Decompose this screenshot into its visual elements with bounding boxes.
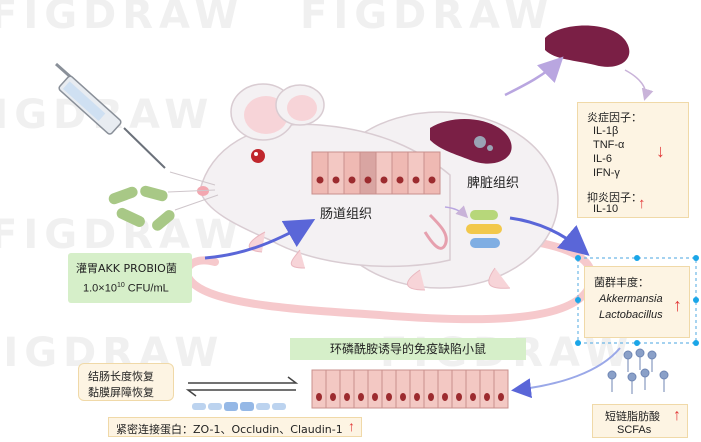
cytokine-box: 炎症因子： IL-1β TNF-α IL-6 IFN-γ ↓ 抑炎因子： IL-… <box>577 102 689 218</box>
down-arrow-icon: ↓ <box>656 141 665 161</box>
cytokine-item: IL-1β <box>593 125 619 137</box>
bacteria-icon <box>108 185 175 231</box>
tight-junction-box: 紧密连接蛋白：ZO-1、Occludin、Claudin-1 ↑ <box>108 417 362 437</box>
species-item: Akkermansia <box>599 293 663 305</box>
gavage-dose: 1.0×1010 CFU/mL <box>83 282 169 295</box>
cytokine-item: TNF-α <box>593 139 625 151</box>
intestinal-epithelium-bottom <box>311 369 509 409</box>
spleen-on-mouse-icon <box>430 118 512 164</box>
up-arrow-icon: ↑ <box>638 195 646 212</box>
flora-title: 菌群丰度： <box>594 276 649 289</box>
mouse-tail <box>183 231 596 324</box>
up-arrow-icon: ↑ <box>673 295 682 315</box>
flora-box: 菌群丰度： Akkermansia Lactobacillus ↑ <box>584 266 690 338</box>
spleen-to-cytokine-arrow <box>624 69 654 101</box>
flora-to-intestine-arrow <box>511 347 621 399</box>
gavage-arrow <box>204 219 316 260</box>
watermark: FIGDRAW <box>0 0 245 38</box>
flora-arrow <box>509 216 590 256</box>
equilibrium-arrows-icon <box>185 376 299 397</box>
watermark: FIGDRAW <box>0 212 245 258</box>
tight-junction-label: 紧密连接蛋白：ZO-1、Occludin、Claudin-1 <box>116 423 343 436</box>
inflammatory-list: IL-1β TNF-α IL-6 IFN-γ <box>593 124 624 180</box>
up-arrow-icon: ↑ <box>348 418 355 434</box>
spleen-icon <box>545 25 630 67</box>
scfa-label: 短链脂肪酸 <box>605 410 660 423</box>
cytokine-item: IL-10 <box>593 203 619 215</box>
model-title: 环磷酰胺诱导的免疫缺陷小鼠 <box>290 338 526 360</box>
up-arrow-icon: ↑ <box>673 407 681 424</box>
scfa-box: 短链脂肪酸 SCFAs ↑ <box>592 404 688 438</box>
colon-recovery-box: 结肠长度恢复 黏膜屏障恢复 <box>78 363 174 401</box>
syringe-icon <box>55 62 166 169</box>
scfa-molecule-icon <box>607 348 669 394</box>
intestine-to-gut-arrow <box>444 205 469 219</box>
species-item: Lactobacillus <box>599 309 663 321</box>
gavage-box: 灌胃AKK PROBIO菌 1.0×1010 CFU/mL <box>68 253 192 303</box>
cytokine-item: IFN-γ <box>593 167 620 179</box>
watermark: FIGDRAW <box>300 0 555 38</box>
spleen-arrow <box>504 56 564 97</box>
dose-exponent: 10 <box>116 282 125 289</box>
scfa-abbrev: SCFAs <box>617 424 652 436</box>
intestinal-tissue-label: 肠道组织 <box>320 207 373 222</box>
dose-unit: CFU/mL <box>124 282 169 295</box>
colon-length-label: 结肠长度恢复 <box>88 370 154 383</box>
tight-junction-protein-icon <box>192 402 286 411</box>
anti-inflammatory-title: 抑炎因子： <box>587 191 642 204</box>
gut-organ-icon <box>423 210 502 250</box>
dose-base: 1.0×10 <box>83 282 117 295</box>
spleen-tissue-label: 脾脏组织 <box>467 176 520 191</box>
inflammatory-title: 炎症因子： <box>587 111 642 124</box>
intestinal-epithelium-top <box>311 151 441 195</box>
mucosal-barrier-label: 黏膜屏障恢复 <box>88 386 154 399</box>
gavage-label: 灌胃AKK PROBIO菌 <box>76 262 177 275</box>
cytokine-item: IL-6 <box>593 153 612 165</box>
flora-species-list: Akkermansia Lactobacillus <box>599 291 663 323</box>
